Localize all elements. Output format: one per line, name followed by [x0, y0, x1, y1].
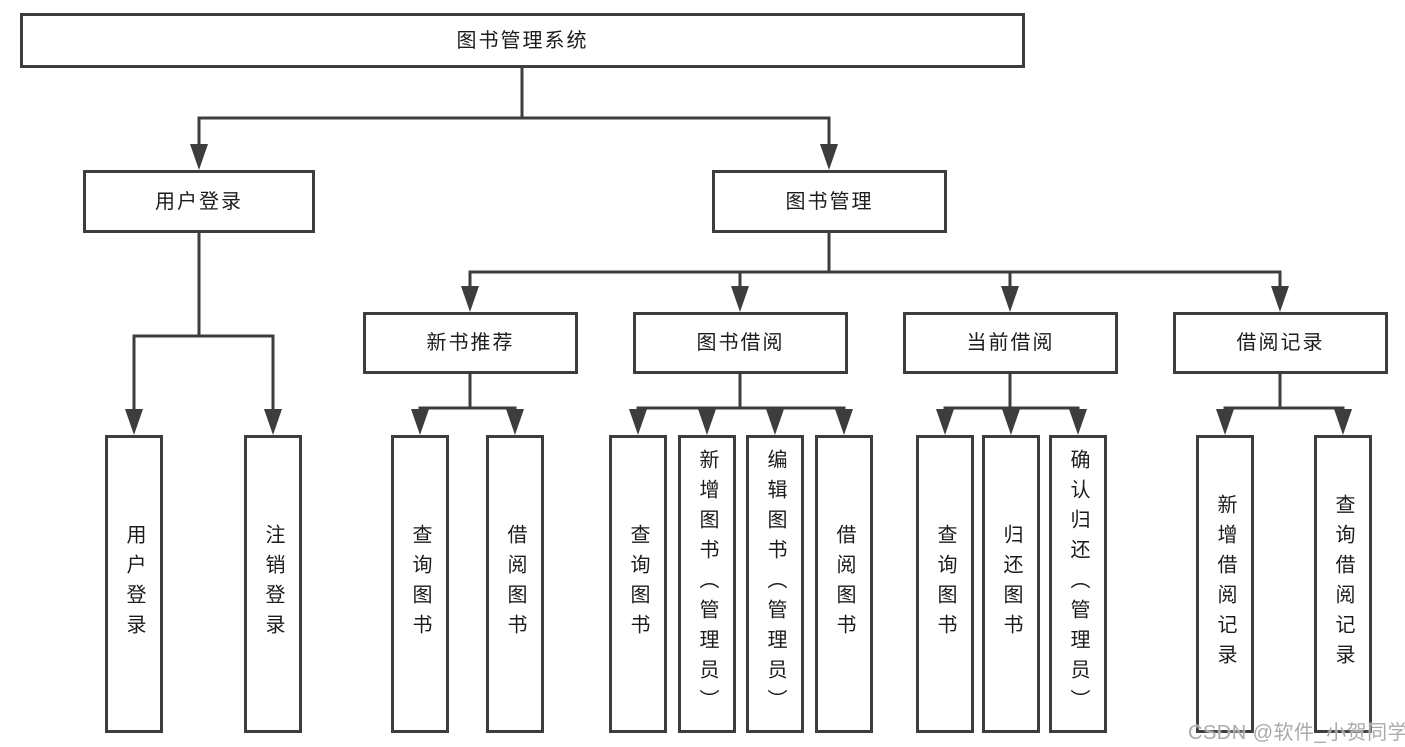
connector-root — [190, 66, 838, 170]
connector-current-borrowing — [936, 372, 1087, 435]
leaf-query-books-borrowing: 查询图书 — [609, 435, 667, 733]
leaf-borrow-books-recommend: 借阅图书 — [486, 435, 544, 733]
leaf-query-books-recommend: 查询图书 — [391, 435, 449, 733]
leaf-query-borrow-record: 查询借阅记录 — [1314, 435, 1372, 733]
leaf-user-login: 用户登录 — [105, 435, 163, 733]
leaf-add-borrow-record: 新增借阅记录 — [1196, 435, 1254, 733]
csdn-watermark: CSDN @软件_小贺同学 — [1188, 722, 1405, 744]
connector-book-management — [461, 231, 1289, 312]
leaf-query-books-current: 查询图书 — [916, 435, 974, 733]
leaf-confirm-return-admin: 确认归还（管理员） — [1049, 435, 1107, 733]
leaf-return-books: 归还图书 — [982, 435, 1040, 733]
node-book-management: 图书管理 — [712, 170, 947, 233]
connector-book-borrowing — [629, 372, 853, 435]
leaf-borrow-books-borrowing: 借阅图书 — [815, 435, 873, 733]
connector-borrowing-records — [1216, 372, 1352, 435]
leaf-edit-book-admin: 编辑图书（管理员） — [746, 435, 804, 733]
node-current-borrowing: 当前借阅 — [903, 312, 1118, 374]
node-borrowing-records: 借阅记录 — [1173, 312, 1388, 374]
leaf-logout: 注销登录 — [244, 435, 302, 733]
connector-new-book-recommend — [411, 372, 524, 435]
connector-user-login — [125, 231, 282, 435]
node-user-login: 用户登录 — [83, 170, 315, 233]
node-new-book-recommend: 新书推荐 — [363, 312, 578, 374]
node-book-borrowing: 图书借阅 — [633, 312, 848, 374]
node-library-management-system: 图书管理系统 — [20, 13, 1025, 68]
leaf-add-book-admin: 新增图书（管理员） — [678, 435, 736, 733]
